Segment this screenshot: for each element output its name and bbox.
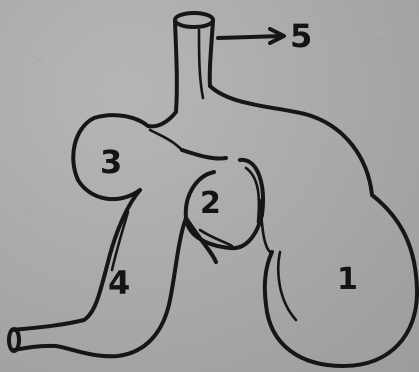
- label-1: 1: [337, 265, 358, 295]
- chamber-2-outline: [186, 160, 263, 262]
- chamber-1-outline: [210, 86, 417, 366]
- label-2: 2: [200, 189, 221, 219]
- label-4: 4: [108, 267, 130, 299]
- chamber-4-outline: [9, 190, 186, 356]
- duct-tube: [175, 13, 213, 112]
- label-5: 5: [290, 20, 312, 52]
- arrow-right-icon: [218, 29, 284, 43]
- label-3: 3: [100, 146, 122, 178]
